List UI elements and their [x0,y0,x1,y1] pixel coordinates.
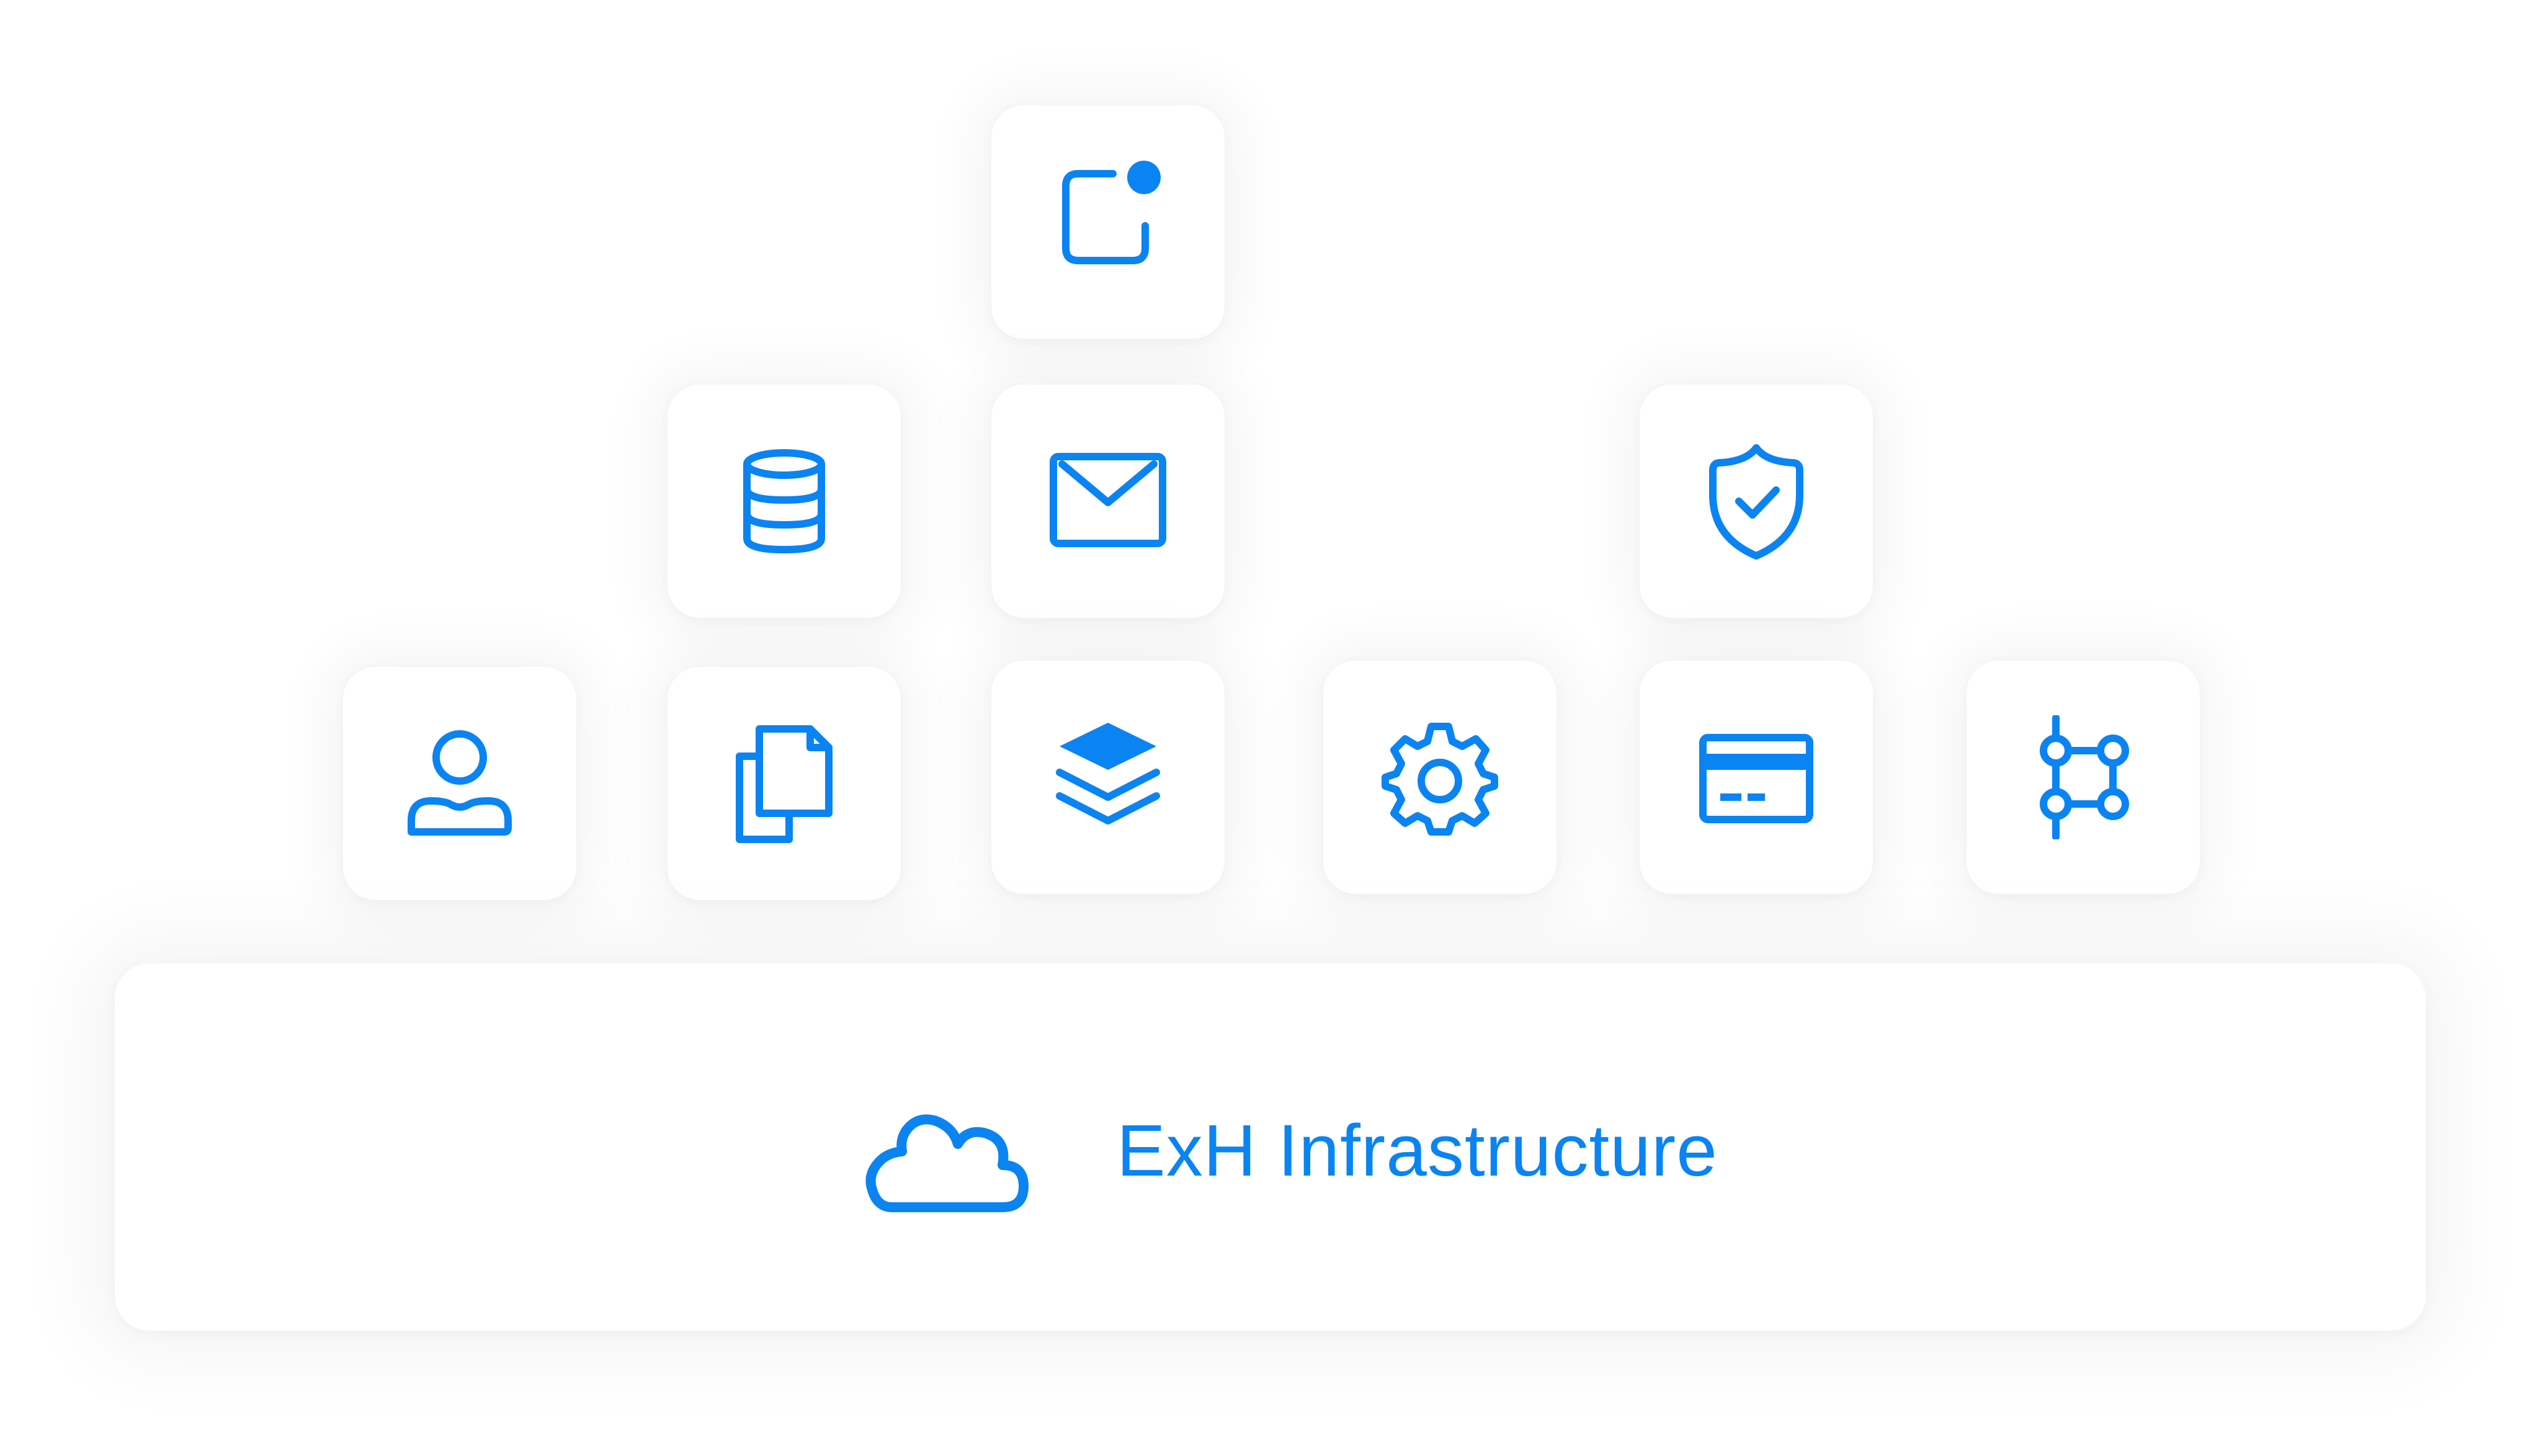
tile-user [343,667,576,900]
tile-payment [1640,661,1873,894]
tile-mail [991,385,1225,618]
database-icon [743,449,825,553]
infrastructure-label: ExH Infrastructure [1117,1110,1718,1192]
credit-card-icon [1699,734,1813,823]
tile-notification [991,105,1225,339]
user-icon [408,730,512,836]
mail-icon [1050,453,1166,547]
notification-icon [1062,161,1161,264]
documents-icon [736,725,833,843]
tile-pipeline [1967,661,2200,894]
shield-check-icon [1709,444,1803,560]
tile-documents [668,667,901,900]
tile-layers [991,661,1225,894]
layers-icon [1056,723,1160,824]
tile-security [1640,385,1873,618]
infrastructure-base [115,963,2426,1331]
tile-database [668,385,901,618]
tile-settings [1323,661,1556,894]
gear-icon [1382,723,1498,836]
pipeline-nodes-icon [2040,715,2129,839]
cloud-icon [865,1114,1029,1212]
